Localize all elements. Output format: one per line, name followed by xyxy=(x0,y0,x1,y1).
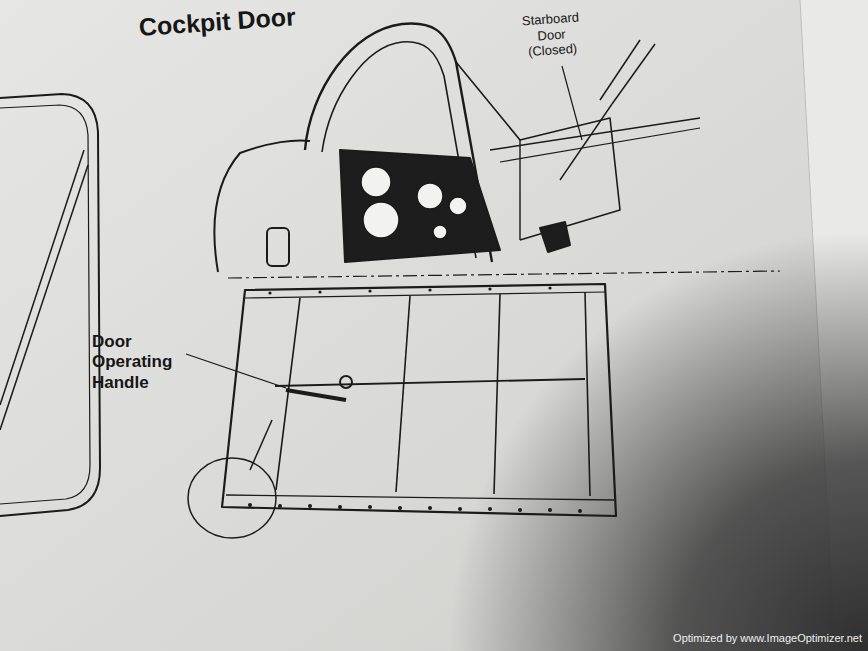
part-label: Door Operating Handle xyxy=(92,332,184,393)
strut xyxy=(600,40,640,100)
fuselage-line xyxy=(490,118,700,150)
gauge xyxy=(417,183,443,209)
door-crossbar xyxy=(275,379,585,386)
strut xyxy=(560,104,612,180)
control-box xyxy=(540,222,570,252)
drawing xyxy=(0,23,780,538)
door-frame xyxy=(519,140,520,240)
leader-line xyxy=(186,354,286,388)
panel-strut xyxy=(0,165,88,430)
fuselage-line xyxy=(500,128,700,162)
door-edge xyxy=(245,292,605,298)
fuselage-nose xyxy=(214,140,310,272)
step-plate xyxy=(188,458,276,538)
door-frame xyxy=(222,284,616,516)
side-panel-inner xyxy=(0,105,90,504)
datum-line xyxy=(228,271,780,278)
panel-strut xyxy=(0,150,84,405)
side-window xyxy=(267,228,289,266)
door-handle xyxy=(286,390,346,400)
door-sill xyxy=(226,495,614,500)
door-rib xyxy=(276,298,300,490)
handle-knob xyxy=(340,376,352,388)
instrument-panel xyxy=(340,150,500,262)
door-rib xyxy=(585,292,590,496)
gauge xyxy=(433,225,447,239)
door-rib xyxy=(494,294,500,494)
linkage xyxy=(250,420,272,470)
side-panel xyxy=(0,94,100,516)
leader-line xyxy=(562,66,582,140)
gauge xyxy=(361,167,391,197)
part-label: Starboard Door (Closed) xyxy=(514,9,589,61)
watermark: Optimized by www.ImageOptimizer.net xyxy=(560,632,862,645)
gauge xyxy=(363,202,399,238)
gauge xyxy=(449,197,467,215)
door-rib xyxy=(396,296,410,492)
strut xyxy=(612,44,655,104)
rivets xyxy=(248,286,582,513)
